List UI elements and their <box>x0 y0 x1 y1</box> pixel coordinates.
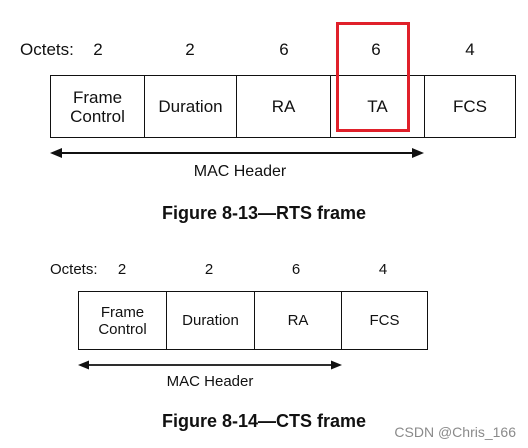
octets-label: Octets: <box>50 261 98 278</box>
field-ra: RA <box>237 76 331 137</box>
figure-caption: Figure 8-14—CTS frame <box>161 411 367 431</box>
octet-count-fcs: 4 <box>465 40 475 59</box>
field-frame-control: Frame Control <box>79 292 167 349</box>
field-frame-control: Frame Control <box>51 76 145 137</box>
mac-header-label: MAC Header <box>166 373 254 390</box>
field-duration: Duration <box>167 292 255 349</box>
cts-field-table: Frame Control Duration RA FCS <box>78 291 428 350</box>
octet-count-ra: 6 <box>279 40 289 59</box>
octet-count-duration: 2 <box>204 261 214 278</box>
rts-field-table: Frame Control Duration RA TA FCS <box>50 75 516 138</box>
field-duration: Duration <box>145 76 237 137</box>
octet-count-frame-control: 2 <box>93 40 103 59</box>
field-fcs: FCS <box>369 312 400 329</box>
octet-count-fcs: 4 <box>378 261 388 278</box>
field-ra: RA <box>255 292 342 349</box>
watermark: CSDN @Chris_166 <box>394 424 516 440</box>
octet-count-ta: 6 <box>371 40 381 59</box>
figure-caption: Figure 8-13—RTS frame <box>161 203 367 223</box>
octet-count-frame-control: 2 <box>117 261 127 278</box>
octet-count-duration: 2 <box>185 40 195 59</box>
field-ta: TA <box>331 76 425 137</box>
octet-count-ra: 6 <box>291 261 301 278</box>
field-fcs: FCS <box>453 97 487 116</box>
ta-highlight-box <box>336 22 410 132</box>
mac-header-label: MAC Header <box>193 163 287 180</box>
octets-label: Octets: <box>20 40 74 59</box>
